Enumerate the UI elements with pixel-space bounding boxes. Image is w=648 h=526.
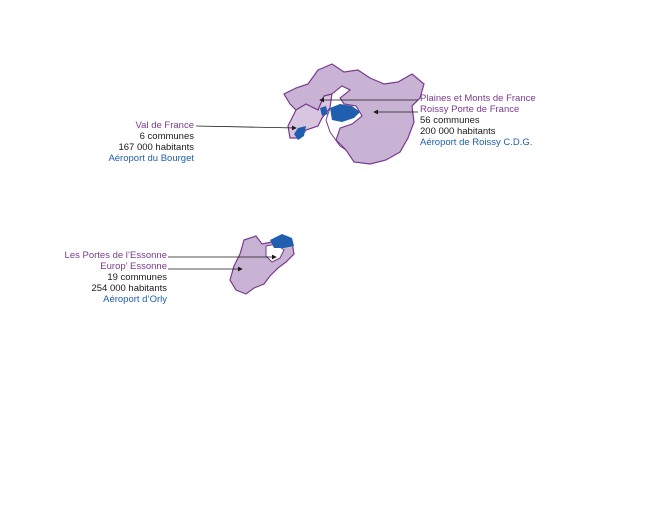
essonne-label-block: Les Portes de l’Essonne Europ’ Essonne 1…	[65, 250, 167, 305]
north-territories	[283, 63, 425, 165]
europ-essonne-name: Europ’ Essonne	[100, 261, 167, 272]
orly-airport-label: Aéroport d’Orly	[103, 294, 167, 305]
roissy-airport-zone	[330, 104, 360, 122]
val-de-france-communes: 6 communes	[139, 131, 194, 142]
bourget-airport-zone	[294, 126, 306, 140]
bourget-airport-zone-2	[320, 106, 328, 116]
leader-val-de-france	[195, 125, 297, 131]
roissy-inhabitants: 200 000 habitants	[420, 126, 496, 137]
roissy-airport-label: Aéroport de Roissy C.D.G.	[420, 137, 533, 148]
orly-airport-zone	[270, 234, 294, 248]
val-de-france-inhabitants: 167 000 habitants	[118, 142, 194, 153]
portes-essonne-name: Les Portes de l’Essonne	[64, 250, 167, 261]
roissy-label-block: Plaines et Monts de France Roissy Porte …	[420, 93, 536, 148]
val-de-france-label-block: Val de France 6 communes 167 000 habitan…	[108, 120, 194, 164]
south-territories	[229, 234, 295, 295]
val-de-france-name: Val de France	[135, 120, 194, 131]
europ-essonne-inhabitants: 254 000 habitants	[91, 283, 167, 294]
europ-essonne-communes: 19 communes	[107, 272, 167, 283]
bourget-airport-label: Aéroport du Bourget	[108, 153, 194, 164]
plaines-monts-name: Plaines et Monts de France	[420, 93, 536, 104]
roissy-name: Roissy Porte de France	[420, 104, 520, 115]
roissy-communes: 56 communes	[420, 115, 480, 126]
